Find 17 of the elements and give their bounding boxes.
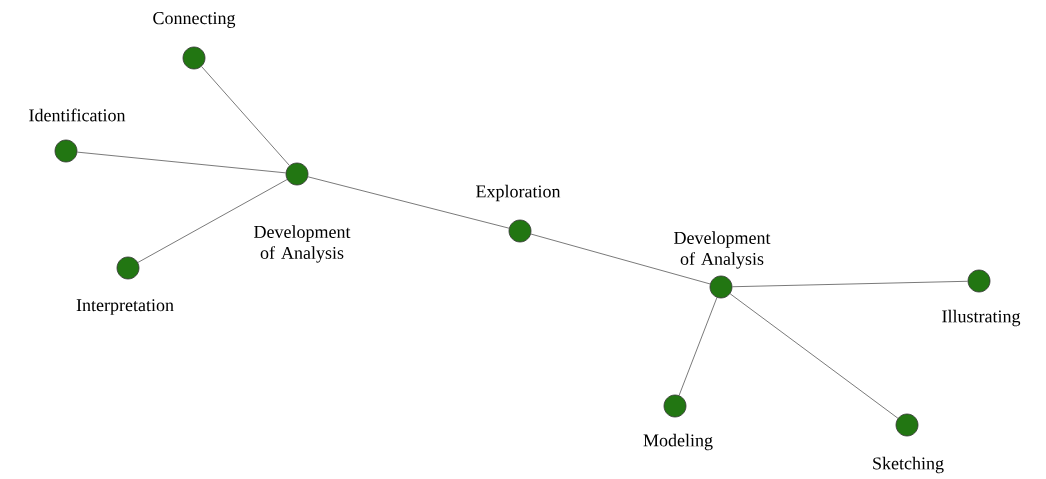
- node-label: Development of Analysis: [674, 231, 771, 269]
- connector-line: [732, 280, 968, 288]
- node-label: Development of Analysis: [254, 225, 351, 263]
- node-label: Interpretation: [76, 299, 174, 315]
- node-label: Connecting: [153, 12, 236, 28]
- connector-line: [678, 297, 718, 396]
- node-label: Illustrating: [942, 309, 1021, 327]
- node-label: Exploration: [476, 184, 561, 202]
- connector-line: [307, 176, 510, 229]
- node-label: Sketching: [873, 456, 944, 474]
- connector-line: [77, 151, 286, 174]
- connector-line: [201, 66, 290, 166]
- node-label: Identification: [29, 108, 126, 122]
- node-label: Modeling: [643, 433, 713, 451]
- connector-line: [530, 233, 711, 285]
- connector-line: [137, 179, 288, 263]
- connector-line: [729, 293, 899, 419]
